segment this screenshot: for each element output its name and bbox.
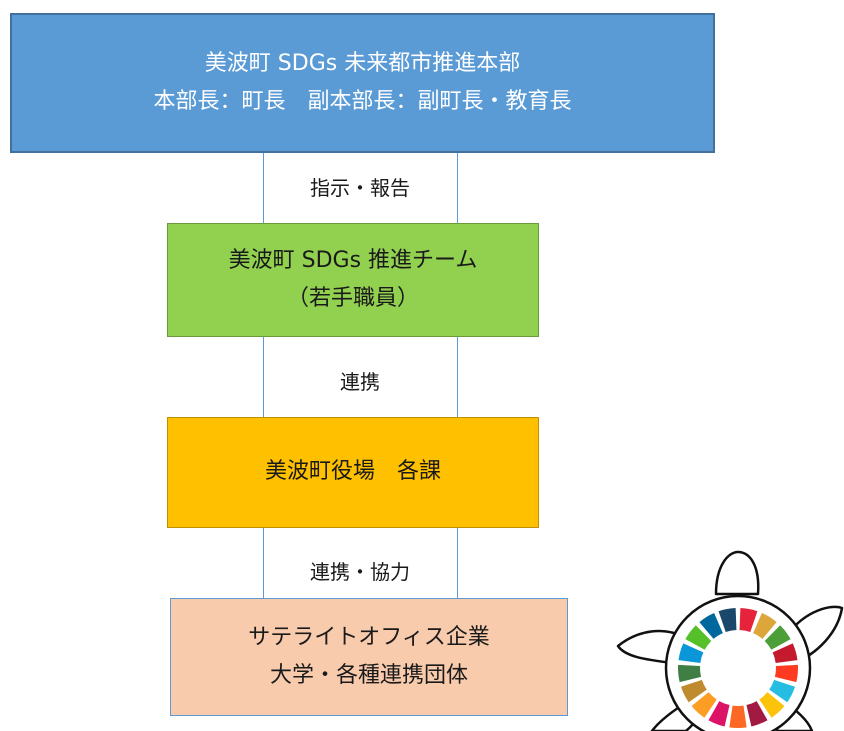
connector-line xyxy=(457,153,458,223)
sdgs-turtle-logo xyxy=(616,550,844,731)
offices-box: 美波町役場 各課 xyxy=(167,417,539,528)
sdgs-ring-segment xyxy=(759,692,785,718)
sdgs-ring-segment xyxy=(739,608,758,633)
sdgs-ring-segment xyxy=(746,701,768,727)
sdgs-ring-segment xyxy=(678,643,704,663)
hq-title: 美波町 SDGs 未来都市推進本部 xyxy=(204,50,521,76)
link-label-instruction-report: 指示・報告 xyxy=(310,176,410,200)
sdgs-ring-segment xyxy=(691,692,717,718)
hq-box: 美波町 SDGs 未来都市推進本部 本部長：町長 副本部長：副町長・教育長 xyxy=(10,13,715,153)
sdgs-ring-segment xyxy=(764,625,791,650)
sdgs-color-ring xyxy=(678,608,798,728)
connector-line xyxy=(263,153,264,223)
sdgs-ring-segment xyxy=(699,612,723,639)
sdgs-ring-segment xyxy=(678,664,702,683)
sdgs-ring-segment xyxy=(769,679,796,703)
sdgs-ring-segment xyxy=(729,705,747,728)
sdgs-ring-segment xyxy=(685,625,712,650)
connector-line xyxy=(457,337,458,417)
sdgs-ring-segment xyxy=(718,608,737,633)
partners-line2: 大学・各種連携団体 xyxy=(269,663,468,688)
sdgs-ring-segment xyxy=(680,679,707,703)
link-label-cooperation: 連携 xyxy=(340,370,380,394)
connector-line xyxy=(263,337,264,417)
team-subtitle: （若手職員） xyxy=(286,286,419,311)
team-box: 美波町 SDGs 推進チーム （若手職員） xyxy=(167,223,539,337)
partners-line1: サテライトオフィス企業 xyxy=(248,624,490,650)
sdgs-ring-segment xyxy=(708,701,730,727)
hq-members: 本部長：町長 副本部長：副町長・教育長 xyxy=(153,89,572,114)
sdgs-ring-segment xyxy=(774,664,798,683)
offices-title: 美波町役場 各課 xyxy=(264,459,441,485)
connector-line xyxy=(457,528,458,598)
partners-box: サテライトオフィス企業 大学・各種連携団体 xyxy=(170,598,568,716)
sdgs-ring-segment xyxy=(772,643,798,663)
sdgs-ring-segment xyxy=(753,612,777,639)
team-title: 美波町 SDGs 推進チーム xyxy=(228,247,478,273)
link-label-cooperation-collaboration: 連携・協力 xyxy=(310,560,410,584)
connector-line xyxy=(263,528,264,598)
